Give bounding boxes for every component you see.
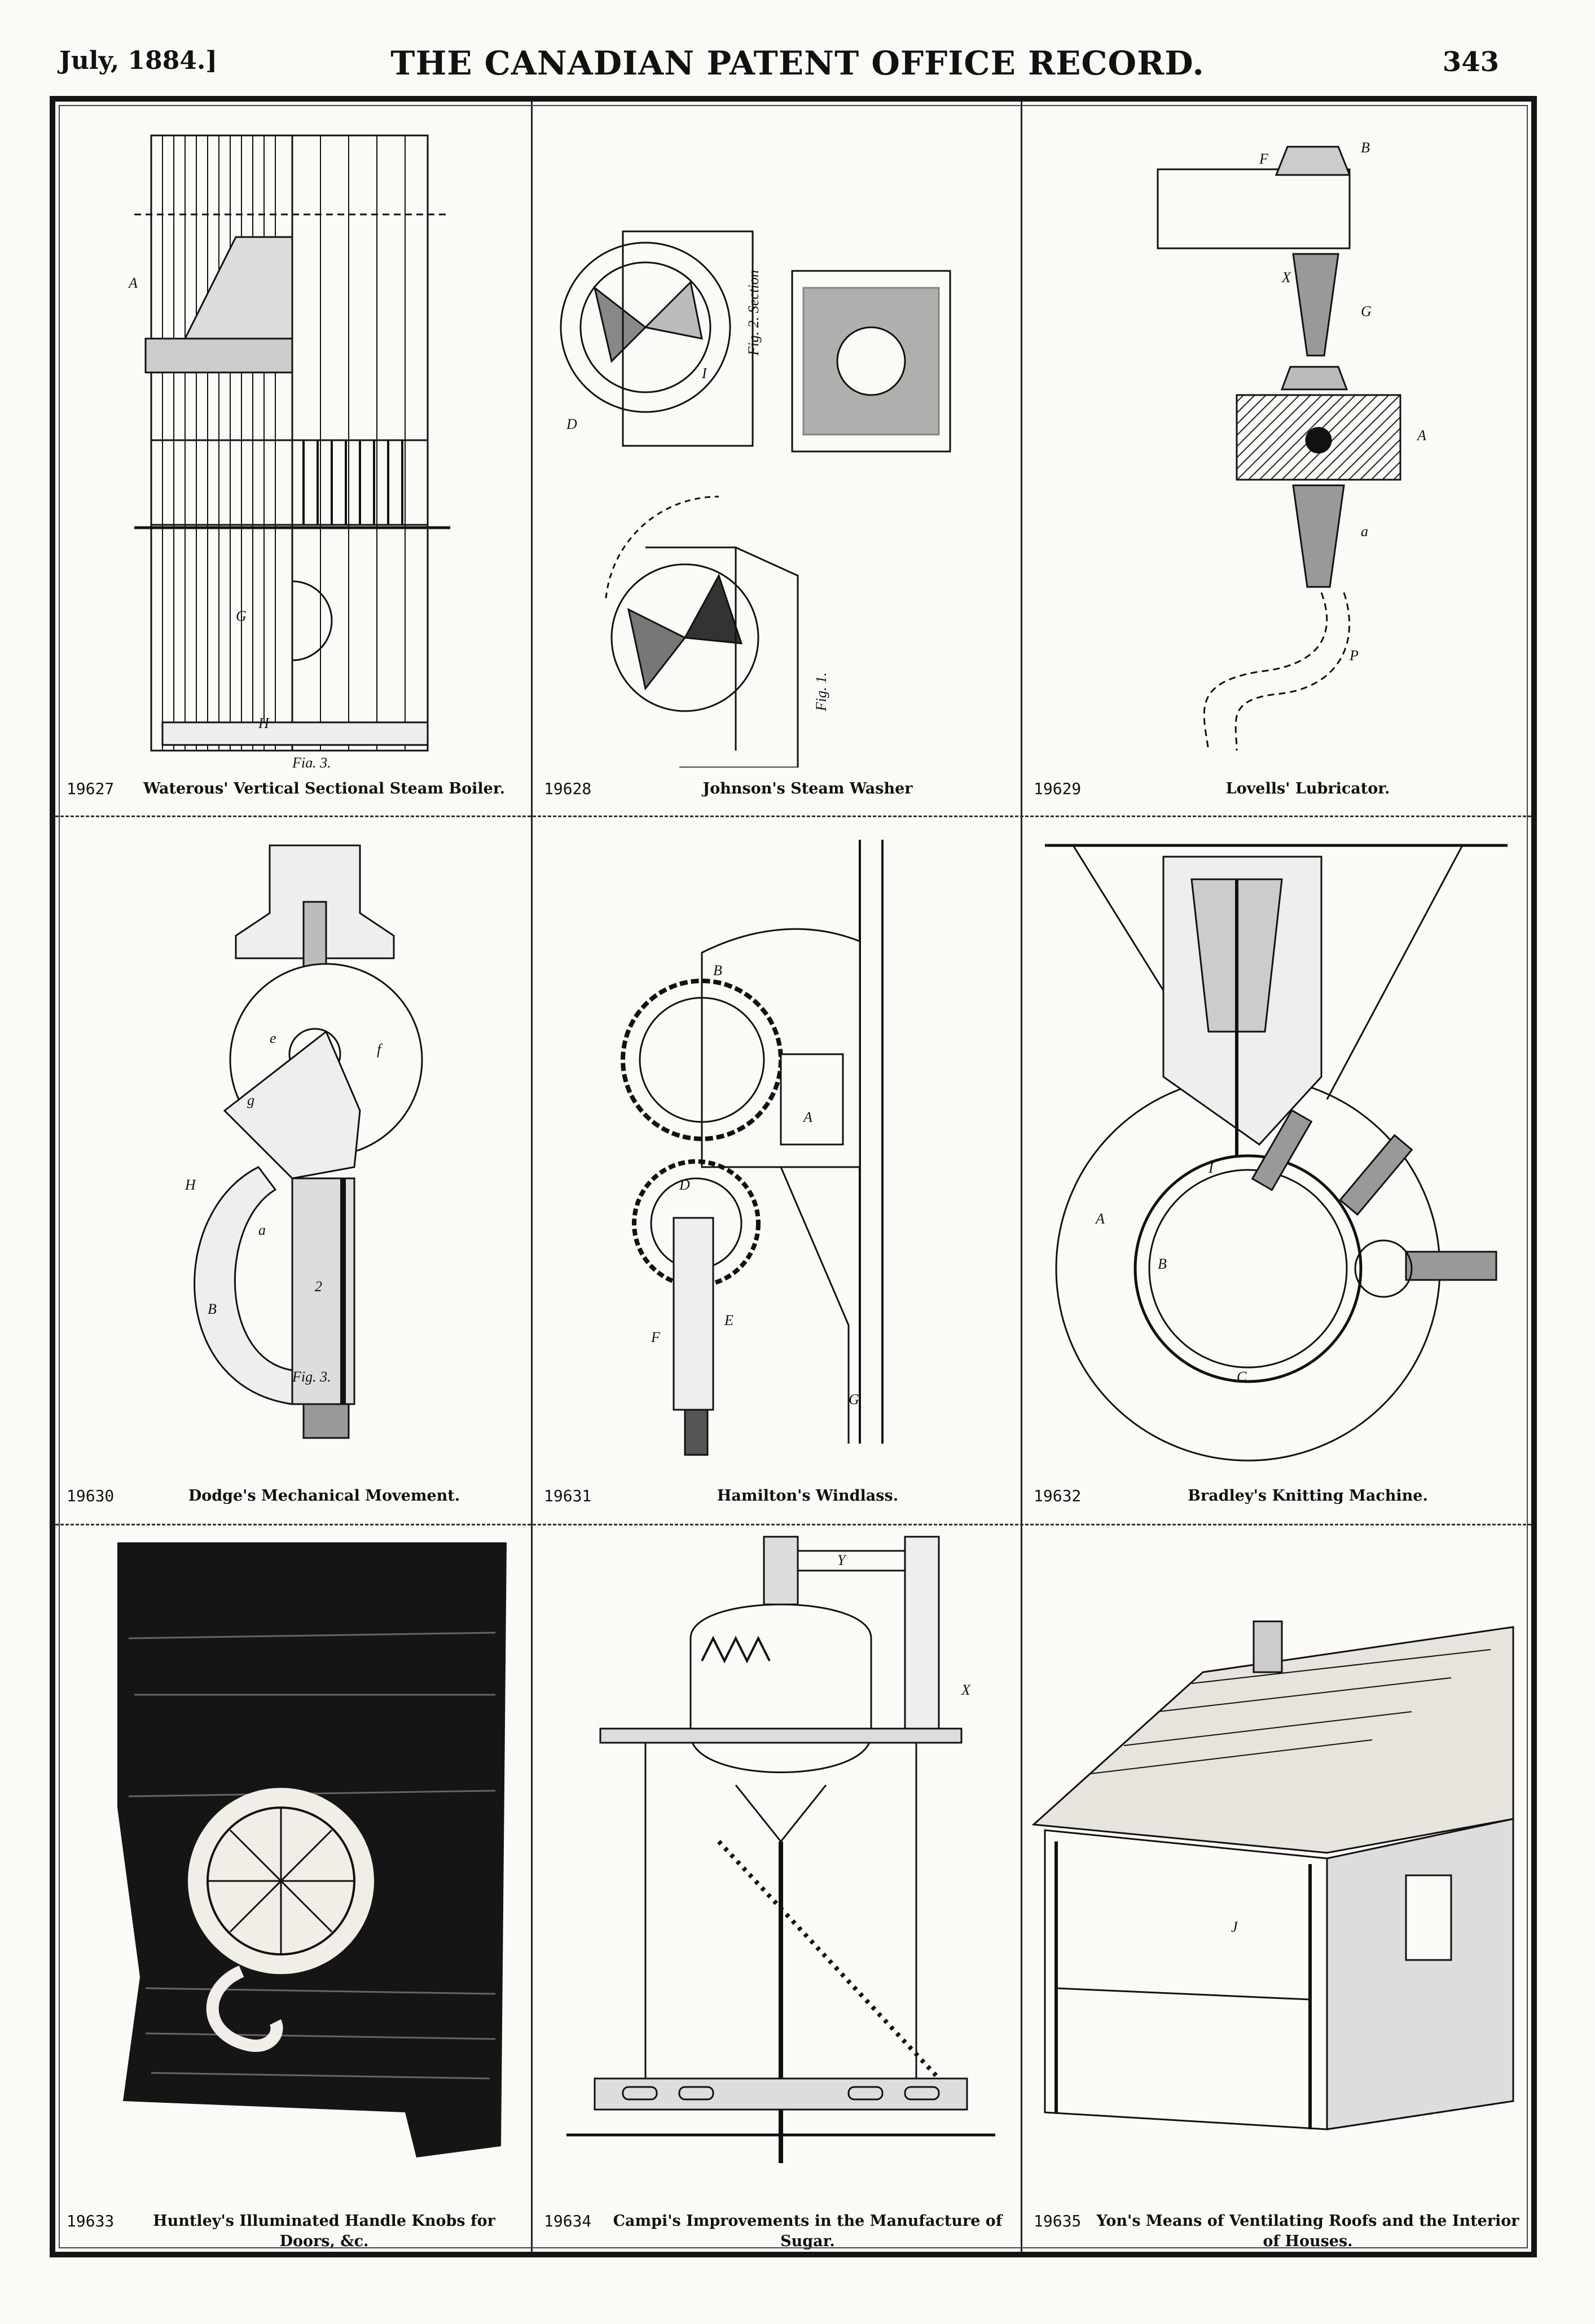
- fig-label-h: H: [184, 1177, 196, 1193]
- sugar-illustration: Y X: [566, 1536, 995, 2163]
- running-head: July, 1884.] THE CANADIAN PATENT OFFICE …: [0, 0, 1595, 96]
- journal-title: THE CANADIAN PATENT OFFICE RECORD.: [390, 44, 1205, 82]
- fig-label-g: G: [849, 1391, 859, 1407]
- patent-number: 19630: [67, 1487, 115, 1505]
- knitting-illustration: A B C I: [1045, 844, 1508, 1462]
- figure-grid: A H G Fig. 3. 19627 Waterous' Vertical S…: [50, 96, 1537, 2257]
- fig-label-fig1: Fig. 1.: [813, 672, 829, 712]
- fig-label-d: D: [679, 1177, 690, 1193]
- patent-number: 19627: [67, 779, 115, 798]
- figure-cell-washer: Fig. 2. Section Fig. 1. D I 19628 Johnso…: [533, 102, 1021, 815]
- patent-number: 19629: [1034, 779, 1082, 798]
- fig-label-a: a: [258, 1222, 266, 1238]
- fig-label-a-upper: A: [1416, 427, 1426, 444]
- fig-label-i: I: [1208, 1160, 1214, 1176]
- fig-label-b: B: [713, 962, 722, 979]
- roof-illustration: J: [1031, 1620, 1514, 2130]
- figure-title: Johnson's Steam Washer: [702, 780, 913, 797]
- figure-title: Bradley's Knitting Machine.: [1188, 1487, 1428, 1505]
- fig-label-h: H: [258, 715, 270, 731]
- fig-label-2: 2: [315, 1278, 322, 1295]
- fig-label-c: C: [1237, 1369, 1247, 1385]
- figure-cell-movement: e f g a 2 H B Fig. 3. 19630 Dodge's Mech…: [55, 817, 531, 1524]
- boiler-illustration: A H G Fig. 3.: [128, 134, 450, 768]
- fig-label-b: B: [1361, 139, 1370, 156]
- fig-label-b: B: [208, 1301, 217, 1317]
- row-rule: [55, 815, 1531, 817]
- fig-label-i: I: [701, 365, 708, 382]
- figure-cell-sugar: Y X 19634 Campi's Improvements in the Ma…: [533, 1525, 1021, 2257]
- fig-number-label: Fig. 3.: [292, 1369, 331, 1385]
- movement-illustration: e f g a 2 H B Fig. 3.: [184, 844, 423, 1439]
- fig-label-a: A: [802, 1109, 812, 1125]
- fig-label-a: A: [128, 275, 138, 291]
- fig-label-e: e: [270, 1030, 276, 1046]
- patent-number: 19632: [1034, 1487, 1082, 1505]
- fig-label-g: G: [236, 608, 247, 624]
- fig-label-e: E: [724, 1312, 733, 1328]
- fig-label-x: X: [1281, 269, 1291, 286]
- figure-cell-windlass: B D F E G A 19631 Hamilton's Windlass.: [533, 817, 1021, 1524]
- figure-cell-lubricator: F X B A G a P 19629 Lovells' Lubricator.: [1022, 102, 1531, 815]
- fig-label-p: P: [1349, 647, 1359, 664]
- fig-number-label: Fig. 3.: [292, 755, 331, 768]
- page-number: 343: [1442, 46, 1499, 78]
- fig-label-b: B: [1158, 1256, 1167, 1272]
- figure-cell-roof: J 19635 Yon's Means of Ventilating Roofs…: [1022, 1525, 1531, 2257]
- patent-number: 19628: [544, 779, 592, 798]
- fig-label-f: F: [1259, 151, 1269, 167]
- fig-label-g: g: [247, 1092, 254, 1108]
- figure-cell-boiler: A H G Fig. 3. 19627 Waterous' Vertical S…: [55, 102, 531, 815]
- fig-label-g: G: [1361, 303, 1372, 319]
- figure-title: Waterous' Vertical Sectional Steam Boile…: [143, 780, 505, 797]
- patent-number: 19633: [67, 2212, 115, 2230]
- figure-cell-knob: 19633 Huntley's Illuminated Handle Knobs…: [55, 1525, 531, 2257]
- fig-label-d: D: [566, 416, 577, 432]
- issue-date: July, 1884.]: [59, 46, 218, 75]
- figure-cell-knitting: A B C I 19632 Bradley's Knitting Machine…: [1022, 817, 1531, 1524]
- washer-illustration: Fig. 2. Section Fig. 1. D I: [560, 230, 951, 768]
- patent-number: 19634: [544, 2212, 592, 2230]
- fig-label-f: f: [377, 1041, 383, 1058]
- fig-label-y: Y: [837, 1552, 847, 1568]
- figure-title: Campi's Improvements in the Manufacture …: [613, 2212, 1003, 2250]
- fig-label-a: A: [1095, 1211, 1105, 1227]
- fig-label-section: Fig. 2. Section: [745, 270, 762, 356]
- figure-title: Hamilton's Windlass.: [717, 1487, 899, 1505]
- figure-title: Huntley's Illuminated Handle Knobs for D…: [153, 2212, 495, 2250]
- fig-label-f: F: [651, 1329, 661, 1345]
- figure-title: Lovells' Lubricator.: [1225, 780, 1390, 797]
- figure-title: Dodge's Mechanical Movement.: [188, 1487, 460, 1505]
- windlass-illustration: B D F E G A: [621, 840, 884, 1456]
- patent-number: 19635: [1034, 2212, 1082, 2230]
- row-rule: [55, 1524, 1531, 1525]
- fig-label-j: J: [1231, 1919, 1238, 1935]
- figure-title: Yon's Means of Ventilating Roofs and the…: [1096, 2212, 1519, 2250]
- knob-illustration: [117, 1542, 507, 2158]
- column-rule: [1021, 102, 1022, 2252]
- column-rule: [531, 102, 533, 2252]
- lubricator-illustration: F X B A G a P: [1157, 139, 1426, 751]
- fig-label-a-lower: a: [1361, 523, 1368, 540]
- fig-label-x: X: [961, 1682, 971, 1698]
- patent-number: 19631: [544, 1487, 592, 1505]
